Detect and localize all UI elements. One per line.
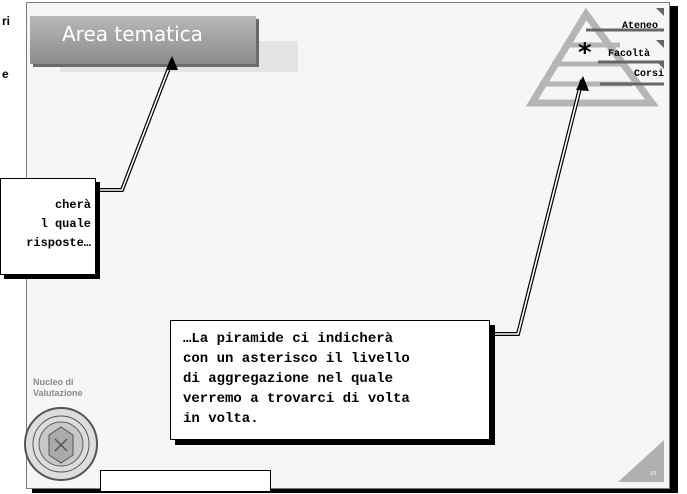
nucleo-label: Nucleo di Valutazione <box>33 377 83 398</box>
left-fragment-2: e <box>2 67 9 81</box>
callout-left-line-1: cherà <box>54 198 91 212</box>
slide-shadow-right <box>670 6 678 492</box>
pyramid-level-facolta: Facoltà <box>608 49 651 60</box>
university-seal <box>24 407 98 481</box>
pyramid-level-marker-facolta <box>656 40 664 48</box>
left-fragment-1: ri <box>2 14 11 28</box>
callout-left: cherà l quale risposte… <box>0 178 96 275</box>
arrow-to-pyramid-outer <box>490 79 584 336</box>
arrow-to-title-outer <box>96 59 174 192</box>
page-number: 15 <box>650 471 657 477</box>
pyramid-level-marker-ateneo <box>656 8 664 16</box>
pyramid-level-marker-corsi <box>656 61 664 69</box>
arrow-to-pyramid-inner <box>490 79 583 335</box>
footer-box <box>100 470 271 492</box>
pyramid-shape <box>525 7 659 107</box>
pyramid-level-ateneo: Ateneo <box>622 21 659 32</box>
slide-title: Area tematica <box>62 22 203 46</box>
arrow-to-title-inner <box>96 59 173 191</box>
title-box <box>30 16 256 64</box>
arrow-to-title-head <box>166 56 178 70</box>
callout-left-line-3: risposte… <box>26 236 91 250</box>
callout-left-line-2: l quale <box>40 217 91 231</box>
page-corner-fold <box>618 440 664 482</box>
asterisk-marker: * <box>578 38 592 68</box>
callout-main-text: …La piramide ci indicherà con un asteris… <box>183 331 410 427</box>
pyramid-level-corsi: Corsi <box>634 69 665 80</box>
slide-shadow-bottom <box>32 488 678 493</box>
callout-main: …La piramide ci indicherà con un asteris… <box>170 320 490 440</box>
arrow-to-pyramid-head <box>576 76 589 91</box>
